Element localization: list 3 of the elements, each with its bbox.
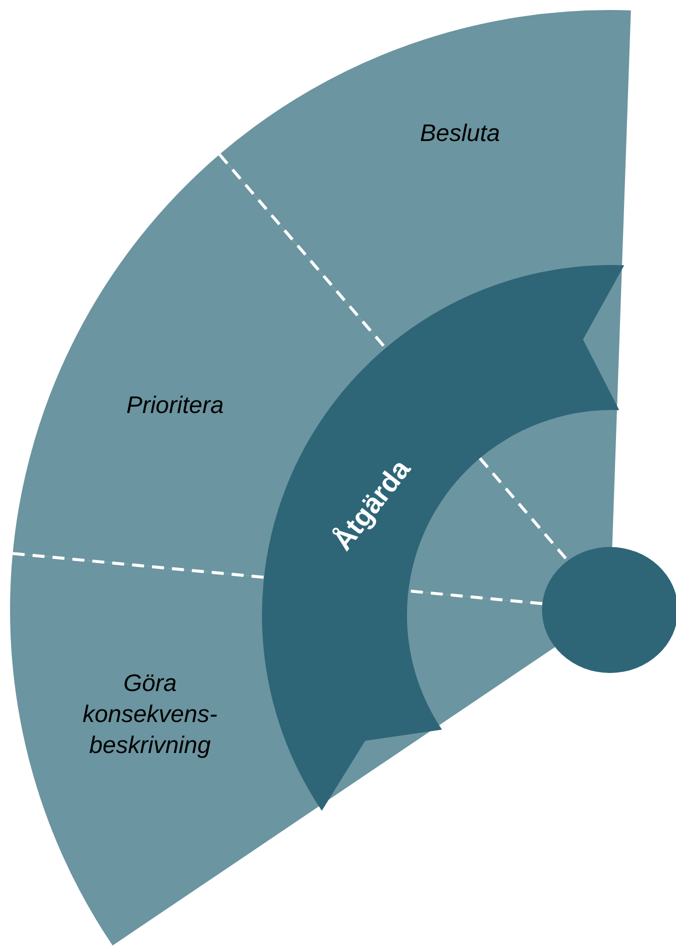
sector-label: Göra konsekvens-beskrivning [82,669,218,762]
sector-label: Prioritera [125,390,225,420]
sector-label: Besluta [418,118,502,148]
